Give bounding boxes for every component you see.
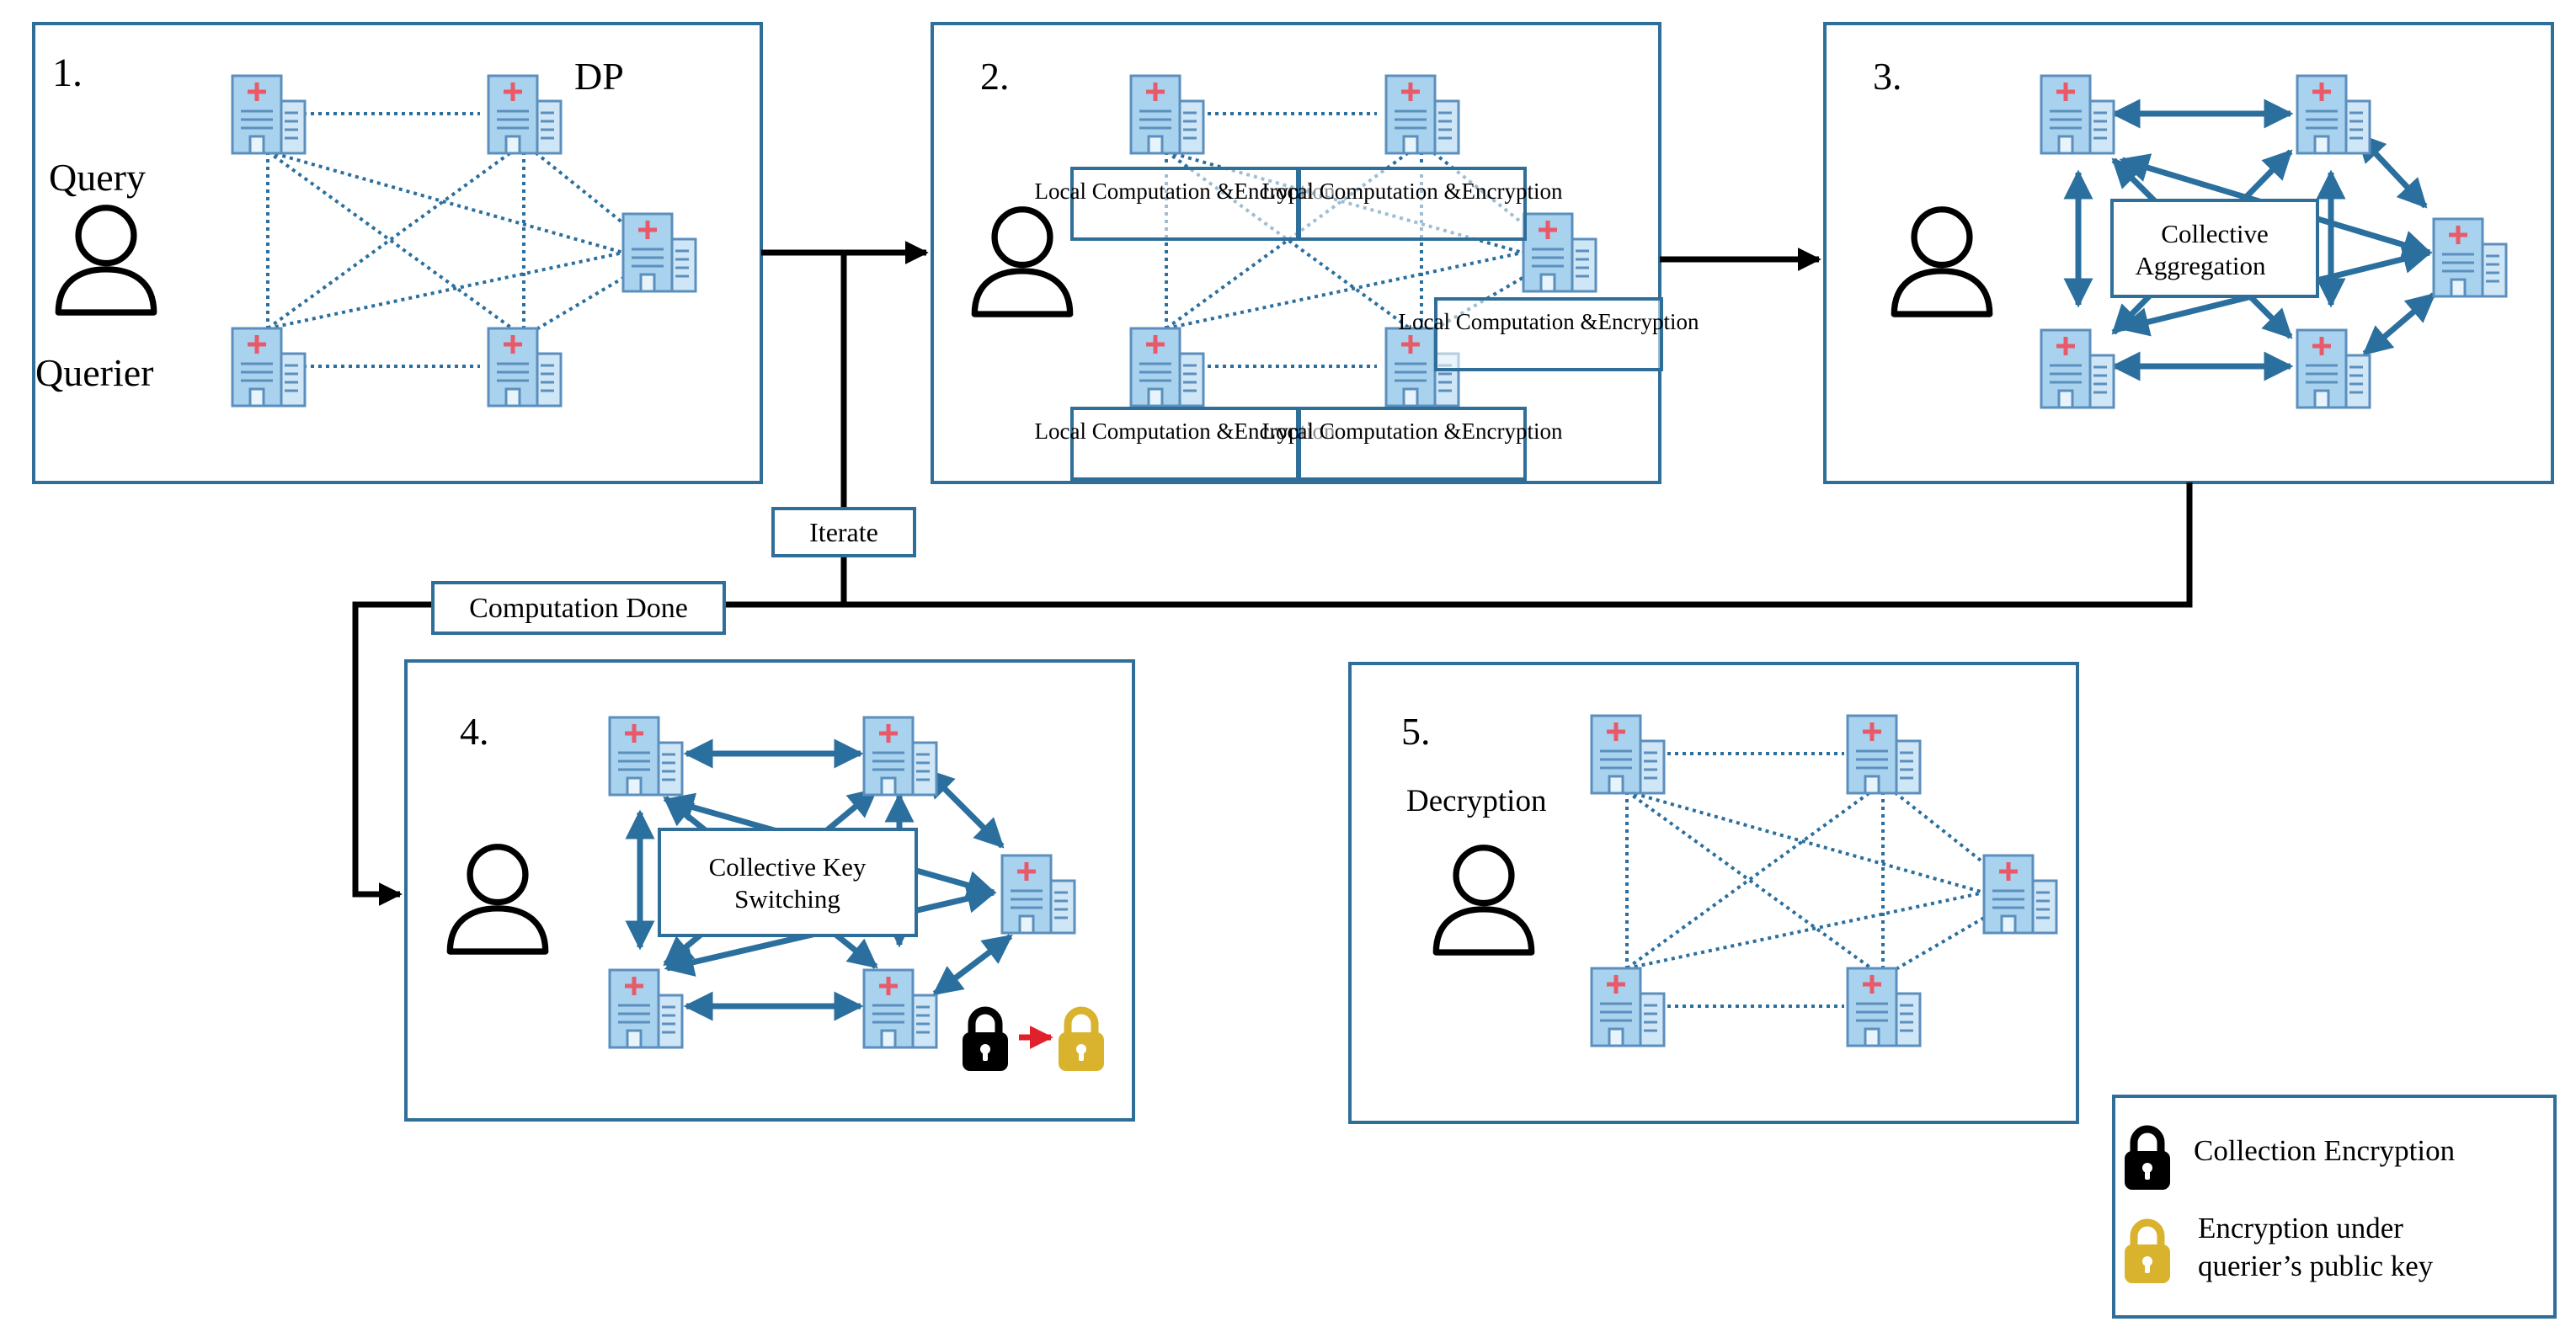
local-computation-label: Local Computation &Encryption bbox=[1035, 179, 1336, 204]
step1-links bbox=[266, 112, 625, 368]
local-computation-box bbox=[1070, 407, 1299, 481]
local-computation-label: Local Computation &Encryption bbox=[1262, 179, 1563, 204]
step3-number: 3. bbox=[1873, 55, 1902, 98]
step5-links bbox=[1625, 752, 1986, 1008]
local-computation-label: Local Computation &Encryption bbox=[1399, 309, 1699, 334]
legend-box bbox=[2112, 1095, 2557, 1319]
iterate-box bbox=[771, 507, 916, 557]
legend-querier-key-line1: Encryption under bbox=[2198, 1212, 2403, 1244]
local-computation-label: Local Computation &Encryption bbox=[1262, 418, 1563, 444]
dp-label: DP bbox=[574, 55, 624, 98]
step5-panel bbox=[1348, 662, 2079, 1124]
querier-label: Querier bbox=[35, 351, 153, 394]
collective-aggregation-label-line2: Aggregation bbox=[2136, 251, 2266, 280]
computation-done-box bbox=[431, 581, 726, 635]
query-label: Query bbox=[49, 156, 146, 199]
local-computation-box bbox=[1070, 167, 1299, 241]
flow-connectors bbox=[352, 241, 2193, 906]
key-switching-label-line1: Collective Key bbox=[709, 852, 867, 882]
key-switching-label-line2: Switching bbox=[734, 884, 840, 914]
decryption-label: Decryption bbox=[1406, 784, 1546, 818]
local-computation-label: Local Computation &Encryption bbox=[1035, 418, 1336, 444]
collective-aggregation-label-line1: Collective bbox=[2161, 219, 2268, 248]
collective-aggregation-box bbox=[2110, 199, 2319, 298]
collective-key-switching-box bbox=[658, 828, 918, 937]
iterate-label: Iterate bbox=[809, 517, 878, 547]
step2-number: 2. bbox=[980, 55, 1010, 98]
step1-number: 1. bbox=[52, 51, 83, 95]
step5-number: 5. bbox=[1401, 710, 1431, 753]
local-computation-box bbox=[1434, 297, 1663, 371]
computation-done-label: Computation Done bbox=[469, 593, 688, 624]
step4-number: 4. bbox=[460, 710, 489, 753]
local-computation-box bbox=[1298, 407, 1527, 481]
legend-querier-key-line2: querier’s public key bbox=[2198, 1250, 2434, 1282]
legend-collection-encryption: Collection Encryption bbox=[2194, 1134, 2455, 1167]
local-computation-box bbox=[1298, 167, 1527, 241]
